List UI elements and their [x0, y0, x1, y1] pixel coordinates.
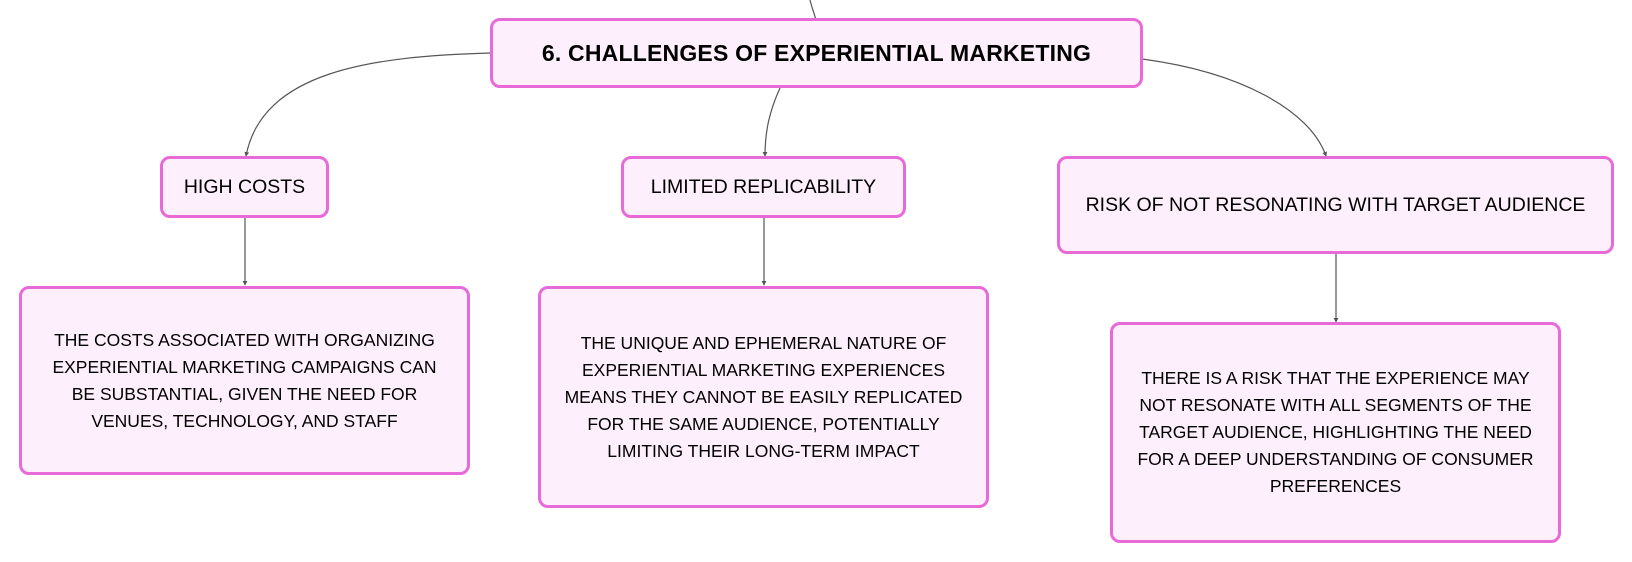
root-label: 6. CHALLENGES OF EXPERIENTIAL MARKETING [541, 39, 1092, 66]
connector-root-to-high-costs [244, 52, 493, 157]
connector-root-to-risk [1141, 58, 1327, 157]
branch-label: RISK OF NOT RESONATING WITH TARGET AUDIE… [1085, 193, 1586, 216]
branch-node-risk-of-not-resonating[interactable]: RISK OF NOT RESONATING WITH TARGET AUDIE… [1057, 156, 1614, 254]
root-node[interactable]: 6. CHALLENGES OF EXPERIENTIAL MARKETING [490, 18, 1143, 88]
detail-text: THERE IS A RISK THAT THE EXPERIENCE MAY … [1137, 368, 1534, 496]
detail-text: THE UNIQUE AND EPHEMERAL NATURE OF EXPER… [564, 332, 963, 461]
connector-parent-to-root [809, 0, 817, 21]
connector-root-to-limited-replicability [762, 87, 781, 157]
branch-node-high-costs[interactable]: HIGH COSTS [160, 156, 329, 218]
detail-text: THE COSTS ASSOCIATED WITH ORGANIZING EXP… [52, 329, 437, 431]
detail-node-high-costs[interactable]: THE COSTS ASSOCIATED WITH ORGANIZING EXP… [19, 286, 470, 475]
branch-label: LIMITED REPLICABILITY [650, 175, 877, 198]
detail-node-risk-of-not-resonating[interactable]: THERE IS A RISK THAT THE EXPERIENCE MAY … [1110, 322, 1561, 543]
branch-node-limited-replicability[interactable]: LIMITED REPLICABILITY [621, 156, 906, 218]
detail-node-limited-replicability[interactable]: THE UNIQUE AND EPHEMERAL NATURE OF EXPER… [538, 286, 989, 508]
branch-label: HIGH COSTS [183, 175, 306, 198]
